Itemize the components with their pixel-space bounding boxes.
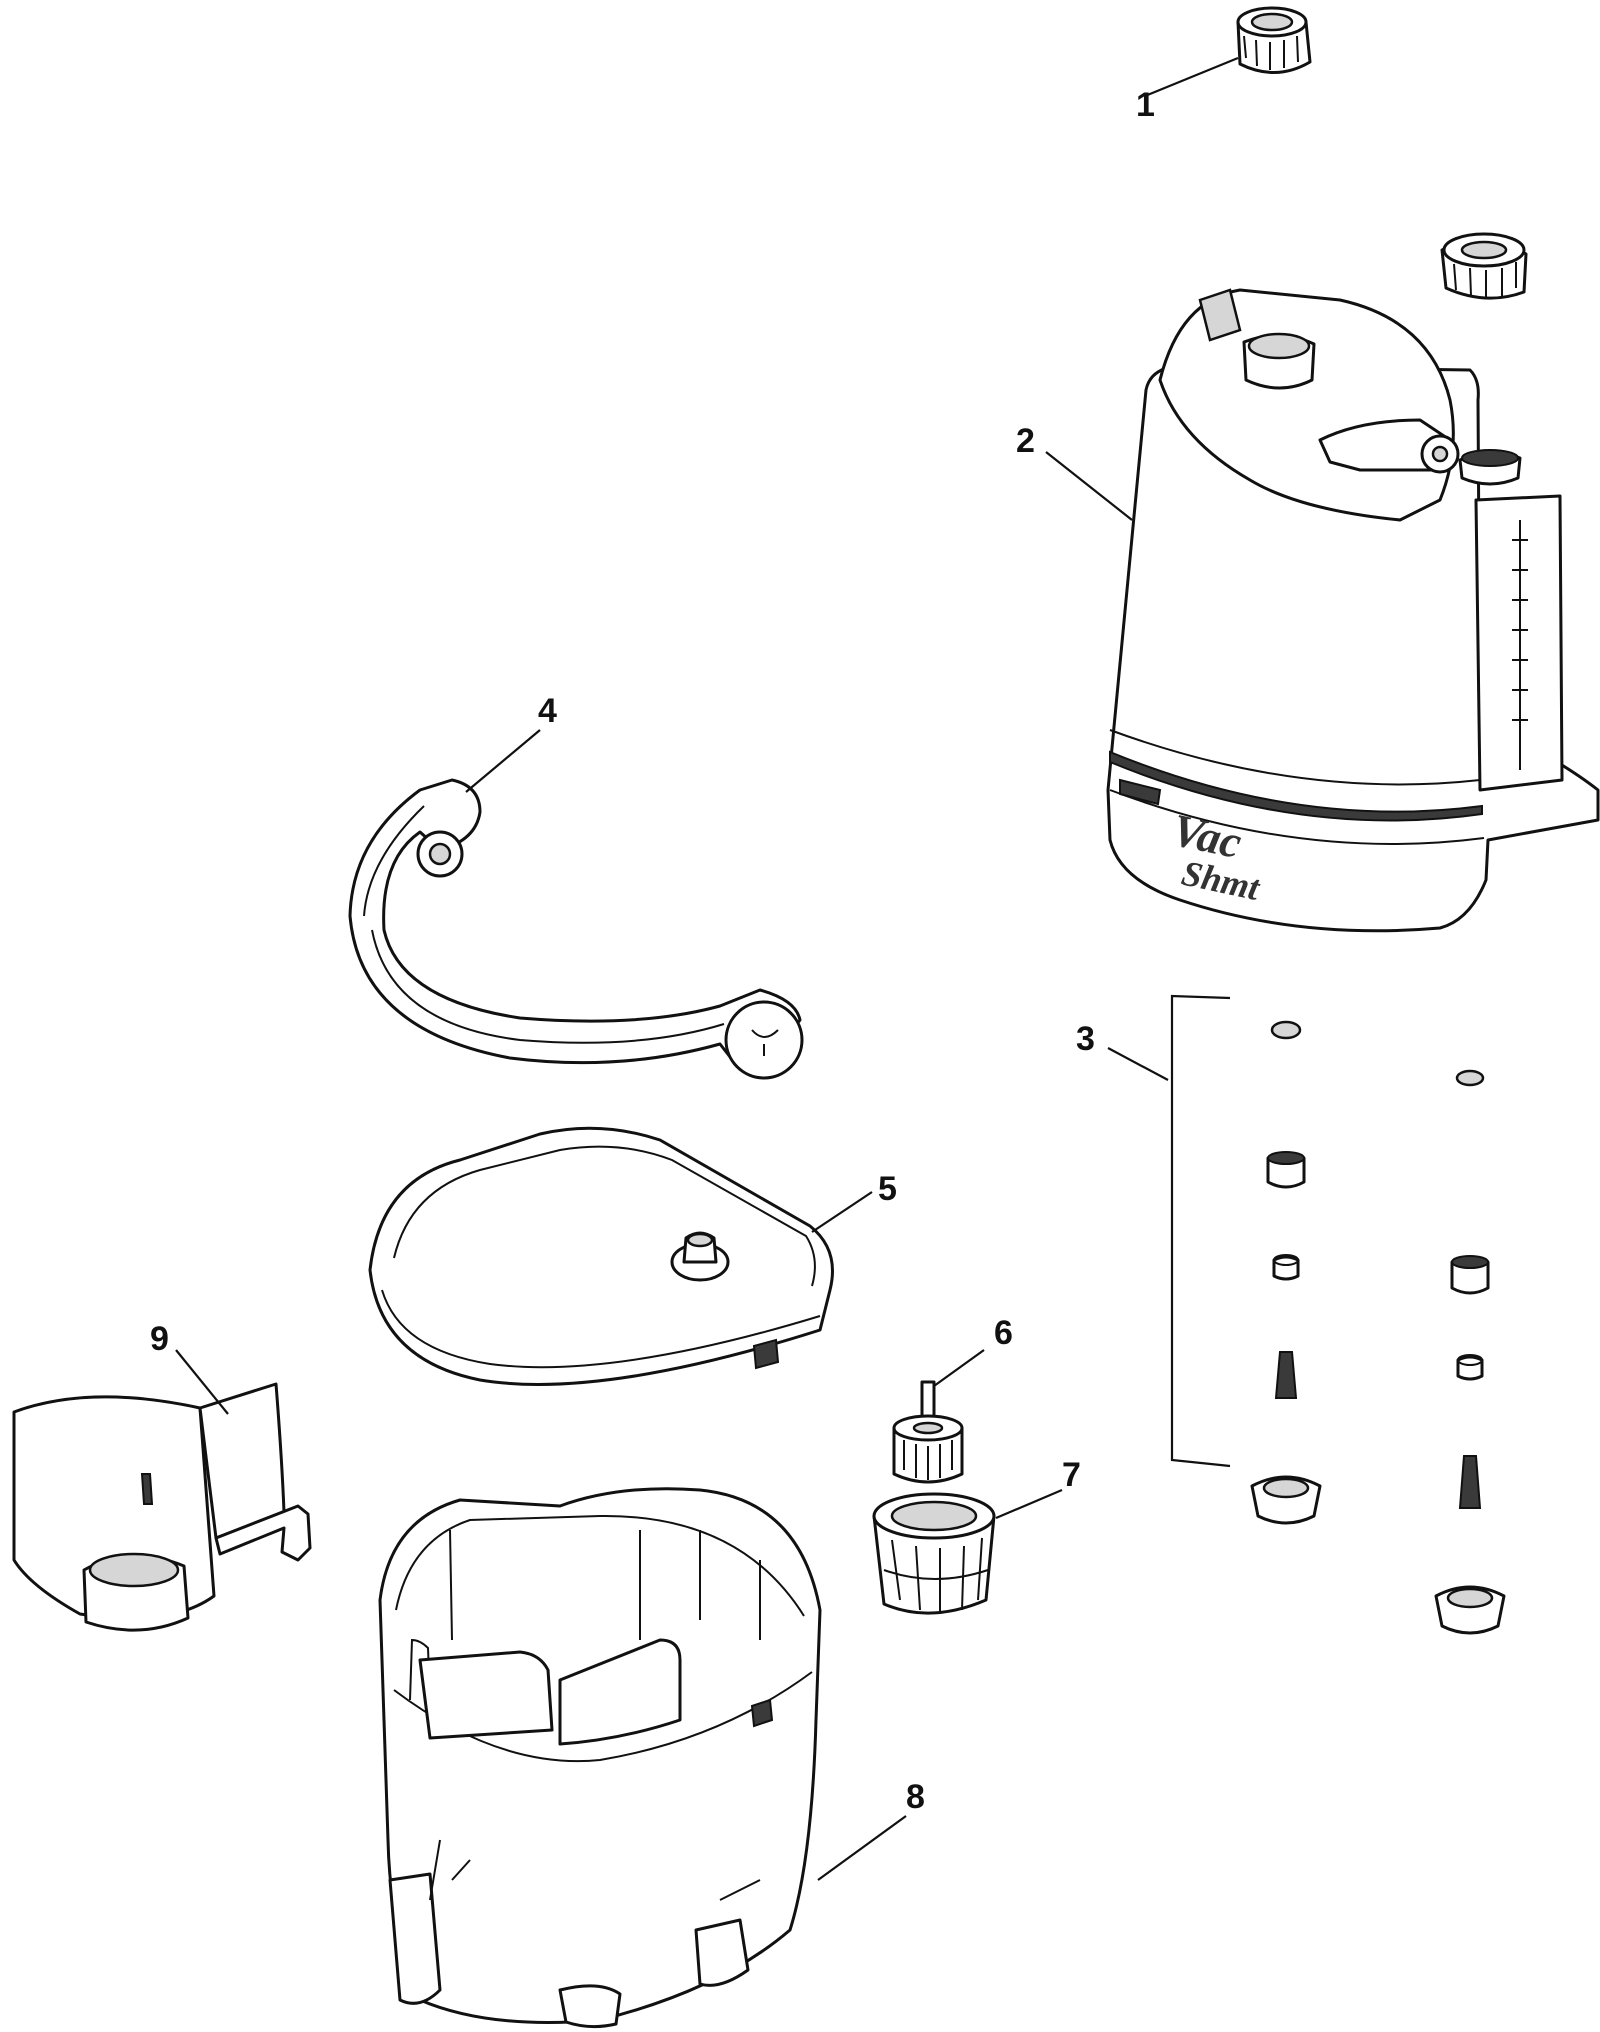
callout-6-leader bbox=[933, 1349, 985, 1387]
callout-7-leader bbox=[995, 1488, 1063, 1520]
callout-2-leader bbox=[1045, 451, 1133, 521]
callout-6-label: 6 bbox=[994, 1314, 1013, 1352]
part-6-valve bbox=[892, 1380, 964, 1484]
callout-2-label: 2 bbox=[1016, 422, 1035, 460]
callout-1-leader bbox=[1144, 56, 1239, 98]
callout-8-leader bbox=[817, 1815, 907, 1881]
callout-3-leader bbox=[1107, 1047, 1169, 1081]
callout-5-leader bbox=[811, 1191, 873, 1233]
part-3-bracket bbox=[1170, 994, 1231, 1468]
spare-cap bbox=[1440, 232, 1528, 300]
callout-9-label: 9 bbox=[150, 1320, 169, 1358]
callout-4-leader bbox=[465, 729, 541, 793]
part-1-cap bbox=[1236, 6, 1312, 74]
callout-9-leader bbox=[175, 1349, 229, 1415]
part-9-nozzle-door bbox=[12, 1382, 312, 1632]
part-7-filter-cage bbox=[872, 1492, 996, 1615]
callout-5-label: 5 bbox=[878, 1170, 897, 1208]
part-8-base-bucket bbox=[378, 1487, 822, 2029]
callout-1-label: 1 bbox=[1136, 86, 1155, 124]
callout-3-label: 3 bbox=[1076, 1020, 1095, 1058]
part-2-solution-tank: Vac Shmt bbox=[1106, 288, 1600, 933]
part-4-carry-handle bbox=[348, 778, 804, 1080]
part-3-small-parts-kit bbox=[1170, 994, 1506, 1635]
part-5-lid bbox=[368, 1126, 834, 1386]
callout-8-label: 8 bbox=[906, 1778, 925, 1816]
callout-4-label: 4 bbox=[538, 692, 557, 730]
callout-7-label: 7 bbox=[1062, 1456, 1081, 1494]
